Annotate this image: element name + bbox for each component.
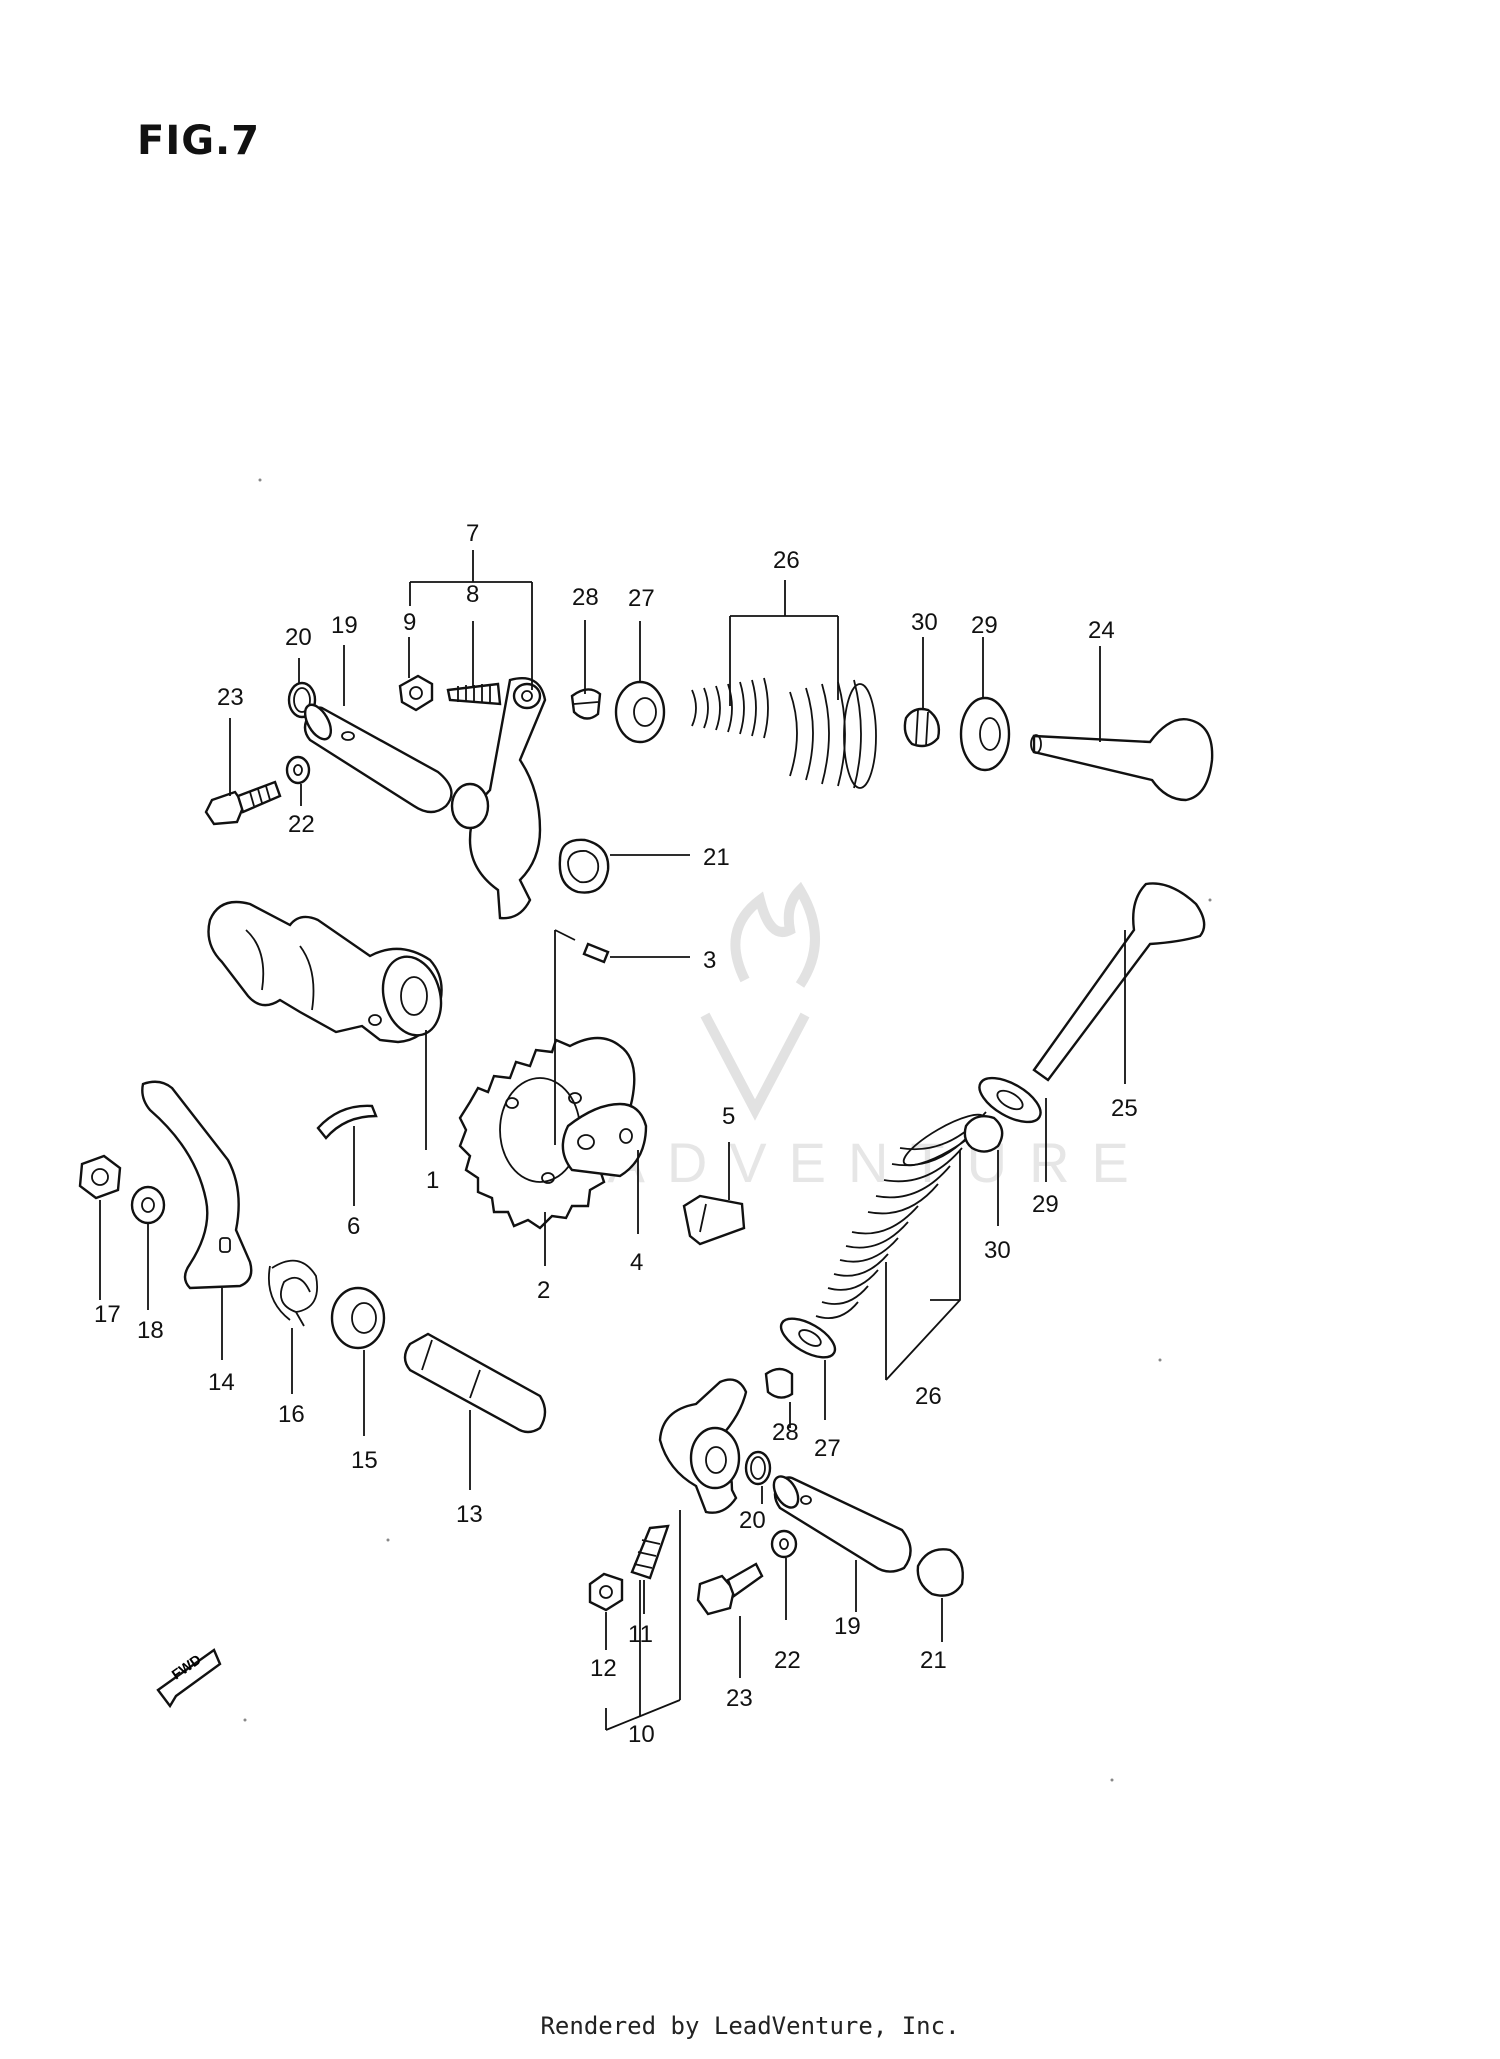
part-14-lever: [141, 1080, 253, 1290]
part-10-rocker-arm-lower: [658, 1378, 748, 1514]
callout-17: 17: [94, 1301, 121, 1328]
leader-lines: [99, 550, 1126, 1731]
part-6-pin: [316, 1104, 378, 1140]
part-13-decomp-shaft: [403, 1332, 547, 1434]
callout-18: 18: [137, 1317, 164, 1344]
callout-19b: 19: [834, 1613, 861, 1640]
callout-28b: 28: [772, 1419, 799, 1446]
part-23-bolt-lower: [696, 1562, 764, 1616]
part-19-rocker-shaft-upper: [303, 703, 453, 814]
callout-1: 1: [426, 1167, 439, 1194]
part-28-cotter-lower: [764, 1367, 794, 1399]
callout-25: 25: [1111, 1095, 1138, 1122]
callout-26a: 26: [773, 547, 800, 574]
part-3-dowel: [582, 942, 610, 964]
callout-3: 3: [703, 947, 716, 974]
callout-29a: 29: [971, 612, 998, 639]
callout-14: 14: [208, 1369, 235, 1396]
callout-11: 11: [628, 1621, 653, 1648]
scan-noise: [243, 478, 1212, 1782]
callout-28a: 28: [572, 584, 599, 611]
part-1-camshaft: [207, 900, 443, 1044]
part-30-stem-seal-lower: [963, 1115, 1004, 1153]
callout-27a: 27: [628, 585, 655, 612]
callout-9: 9: [403, 609, 416, 636]
part-7-rocker-arm-upper: [450, 677, 547, 920]
callout-labels: 1 2 3 4 5 6 7 8 9 10 11 12 13 14 15 16 1…: [94, 520, 1138, 1748]
part-30-stem-seal-upper: [903, 707, 941, 748]
callout-6: 6: [347, 1213, 360, 1240]
part-26-valve-springs-lower: [815, 1111, 987, 1320]
figure-title: FIG.7: [137, 118, 261, 164]
part-2-cam-sprocket: [458, 1036, 636, 1230]
callout-20a: 20: [285, 624, 312, 651]
part-5-bolt: [682, 1194, 746, 1246]
callout-21b: 21: [920, 1647, 947, 1674]
part-16-spring: [268, 1259, 318, 1327]
part-9-nut-upper: [398, 674, 434, 712]
callout-30b: 30: [984, 1237, 1011, 1264]
callout-13: 13: [456, 1501, 483, 1528]
callout-22b: 22: [774, 1647, 801, 1674]
callout-30a: 30: [911, 609, 938, 636]
part-26-valve-springs-upper: [691, 677, 877, 789]
part-19-rocker-shaft-lower: [772, 1475, 912, 1573]
part-15-bearing: [330, 1286, 386, 1350]
part-4-plate: [561, 1102, 648, 1178]
part-28-cotter-upper: [570, 688, 602, 720]
callout-10: 10: [628, 1721, 655, 1748]
part-11-adjust-screw-lower: [630, 1524, 670, 1580]
part-22-washer-upper: [285, 755, 311, 785]
callout-7: 7: [466, 520, 479, 547]
callout-4: 4: [630, 1249, 643, 1276]
callout-19a: 19: [331, 612, 358, 639]
callout-27b: 27: [814, 1435, 841, 1462]
part-24-valve-upper: [1030, 718, 1214, 802]
callout-29b: 29: [1032, 1191, 1059, 1218]
part-20-oring-lower: [744, 1450, 772, 1486]
part-18-washer: [130, 1185, 166, 1225]
part-27-retainer-lower: [779, 1317, 837, 1359]
footer-credit: Rendered by LeadVenture, Inc.: [540, 2012, 960, 2040]
part-29-spring-seat-upper: [959, 696, 1011, 772]
part-17-nut: [78, 1154, 122, 1200]
part-12-nut-lower: [588, 1572, 624, 1612]
callout-21a: 21: [703, 844, 730, 871]
part-21-gasket-upper: [558, 838, 610, 894]
callout-8: 8: [466, 581, 479, 608]
fwd-arrow: FWD: [156, 1648, 222, 1709]
callout-20b: 20: [739, 1507, 766, 1534]
part-27-retainer-upper: [614, 680, 666, 744]
callout-16: 16: [278, 1401, 305, 1428]
callout-24: 24: [1088, 617, 1115, 644]
part-25-valve-lower: [1032, 882, 1206, 1082]
part-23-bolt-upper: [204, 780, 282, 826]
part-29-spring-seat-lower: [978, 1076, 1042, 1124]
callout-2: 2: [537, 1277, 550, 1304]
callout-23b: 23: [726, 1685, 753, 1712]
part-21-gasket-lower: [916, 1548, 964, 1597]
callout-15: 15: [351, 1447, 378, 1474]
callout-12: 12: [590, 1655, 617, 1682]
part-22-washer-lower: [770, 1529, 798, 1559]
callout-22a: 22: [288, 811, 315, 838]
part-8-adjust-screw-upper: [446, 682, 502, 706]
callout-26b: 26: [915, 1383, 942, 1410]
callout-23a: 23: [217, 684, 244, 711]
callout-5: 5: [722, 1103, 735, 1130]
